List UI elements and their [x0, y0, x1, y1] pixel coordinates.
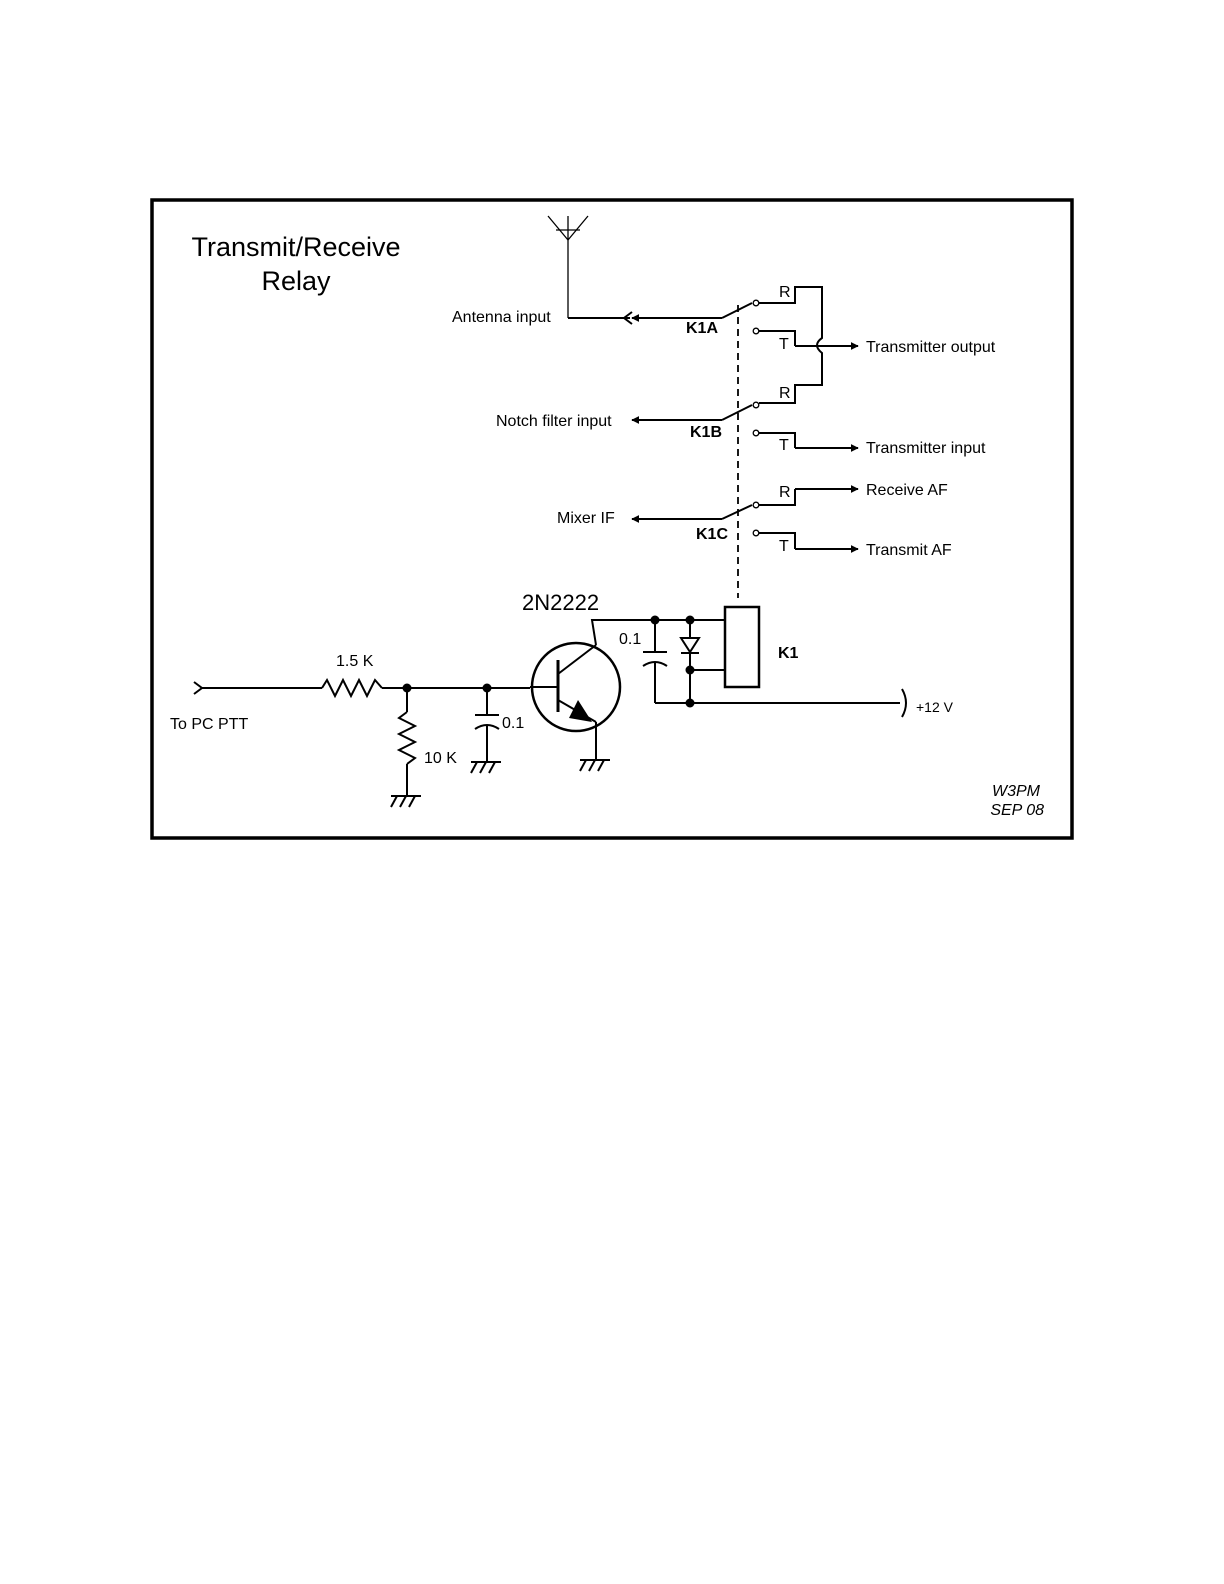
k1b-r-label: R [779, 385, 791, 402]
k1c-receive-wire [759, 489, 796, 506]
shunt-resistor [396, 711, 418, 765]
ptt-input-label: To PC PTT [170, 716, 248, 733]
relay-coil-label: K1 [778, 645, 799, 662]
k1a-r-contact [752, 299, 760, 307]
series-resistor [321, 677, 383, 699]
receive-af-label: Receive AF [866, 482, 948, 499]
k1b-label: K1B [690, 424, 722, 441]
k1b-switch-arm [721, 404, 753, 421]
k1b-t-label: T [779, 437, 789, 454]
antenna-input-label: Antenna input [452, 309, 551, 326]
k1a-r-label: R [779, 284, 791, 301]
ground-icon [390, 795, 421, 808]
k1c-switch-arm [721, 504, 753, 520]
k1b-t-contact [752, 429, 760, 437]
mixer-if-label: Mixer IF [557, 510, 615, 527]
k1a-label: K1A [686, 320, 718, 337]
collector-rail-wire [590, 619, 725, 646]
k1a-t-contact [752, 327, 760, 335]
antenna-icon [547, 215, 589, 318]
signature-call: W3PM [992, 783, 1041, 800]
k1c-r-label: R [779, 484, 791, 501]
diagram-title-line2: Relay [261, 266, 331, 296]
k1b-transmit-wire [759, 432, 796, 448]
antenna-connector-icon [622, 311, 633, 325]
flyback-diode-icon [679, 620, 701, 703]
transistor-label: 2N2222 [522, 590, 599, 615]
k1b-r-contact [752, 401, 760, 409]
k1a-t-label: T [779, 336, 789, 353]
k1a-transmit-wire [759, 330, 796, 346]
ground-icon [470, 761, 501, 774]
diagram-title-line1: Transmit/Receive [191, 232, 400, 262]
transmitter-input-label: Transmitter input [866, 440, 986, 457]
supply-label: +12 V [916, 699, 954, 715]
relay-coil-k1 [723, 605, 761, 689]
series-resistor-label: 1.5 K [336, 653, 374, 670]
transmit-af-label: Transmit AF [866, 542, 952, 559]
k1c-label: K1C [696, 526, 728, 543]
ptt-connector-icon [193, 681, 204, 695]
signature-date: SEP 08 [990, 802, 1044, 819]
ground-icon [579, 759, 610, 772]
diagram-frame [150, 198, 1074, 840]
base-capacitor [474, 688, 500, 762]
coil-capacitor-label: 0.1 [619, 631, 641, 648]
supply-connector-icon [901, 688, 907, 718]
k1c-t-contact [752, 529, 760, 537]
transmitter-output-label: Transmitter output [866, 339, 996, 356]
k1c-t-label: T [779, 538, 789, 555]
k1c-transmit-wire [759, 532, 796, 549]
coil-capacitor [642, 620, 668, 703]
transistor-icon [530, 641, 622, 733]
k1c-r-contact [752, 501, 760, 509]
shunt-resistor-label: 10 K [424, 750, 457, 767]
notch-filter-input-label: Notch filter input [496, 413, 612, 430]
k1a-switch-arm [721, 302, 753, 319]
base-capacitor-label: 0.1 [502, 715, 524, 732]
